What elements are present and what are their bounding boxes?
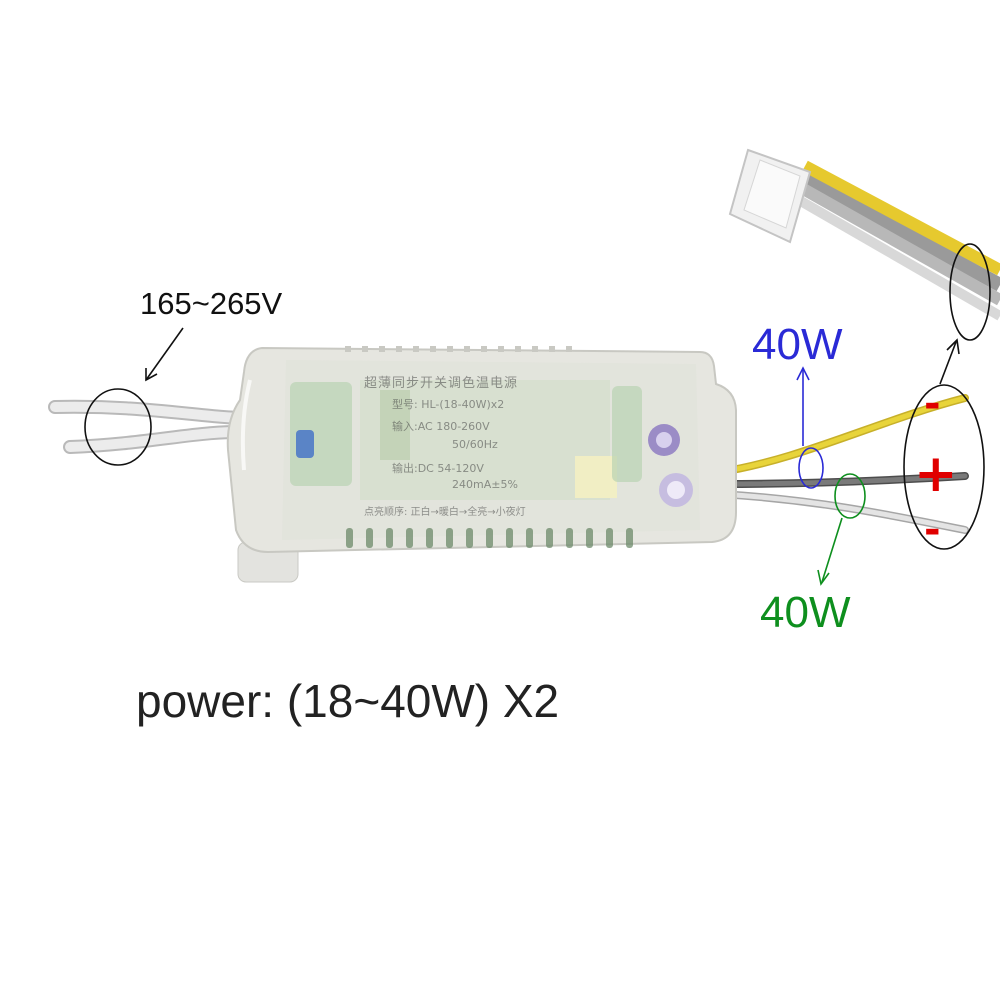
power-caption: power: (18~40W) X2 bbox=[136, 675, 560, 727]
output-a-label: 40W bbox=[752, 320, 843, 369]
device-print-title: 超薄同步开关调色温电源 bbox=[364, 376, 519, 391]
device-print-input: 输入:AC 180-260V bbox=[392, 420, 490, 433]
device-print-frequency: 50/60Hz bbox=[452, 438, 498, 451]
device-print-output: 输出:DC 54-120V bbox=[392, 462, 484, 475]
device-print-current: 240mA±5% bbox=[452, 478, 518, 491]
output-connector-cable bbox=[728, 148, 1000, 321]
negative-terminal-icon: - bbox=[924, 381, 941, 427]
input-voltage-label: 165~265V bbox=[140, 286, 283, 321]
output-b-label: 40W bbox=[760, 588, 851, 637]
device-print-order: 点亮顺序: 正白→暖白→全亮→小夜灯 bbox=[364, 507, 526, 518]
positive-terminal-icon: + bbox=[914, 444, 958, 504]
led-driver-housing bbox=[226, 346, 737, 583]
annotation-marks bbox=[84, 243, 991, 586]
device-print-model: 型号: HL-(18-40W)x2 bbox=[392, 398, 505, 411]
negative-terminal-icon-2: - bbox=[924, 507, 941, 553]
output-wires bbox=[716, 394, 969, 534]
